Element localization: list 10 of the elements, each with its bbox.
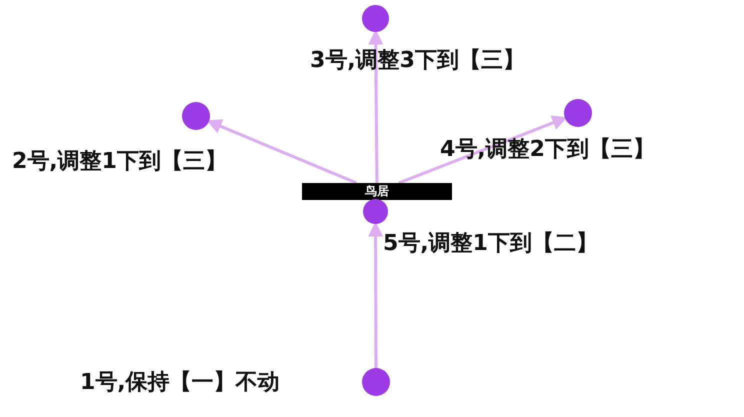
arrow (368, 222, 384, 369)
position-label: 3号,调整3下到【三】 (310, 48, 525, 74)
arrow (206, 119, 358, 184)
position-label: 4号,调整2下到【三】 (440, 137, 655, 163)
position-label: 2号,调整1下到【三】 (12, 149, 227, 175)
position-label: 5号,调整1下到【二】 (383, 231, 598, 257)
arrow (398, 116, 568, 184)
torii-bar: 鸟居 (302, 183, 452, 200)
arrow (368, 30, 384, 184)
position-label: 1号,保持【一】不动 (80, 370, 280, 396)
